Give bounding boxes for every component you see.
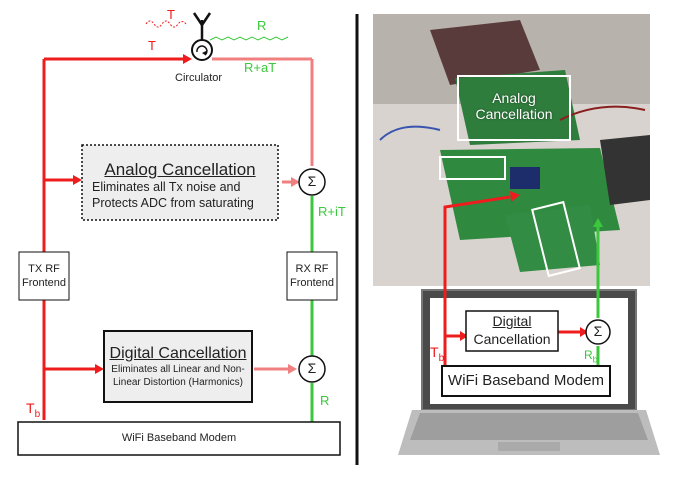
analog-to-sum-arrow	[291, 177, 300, 187]
photo-analog-line-1: Analog	[492, 90, 536, 106]
label-r-plus-it: R+iT	[318, 204, 346, 219]
rx-rf-frontend-block	[286, 251, 338, 301]
antenna-icon	[192, 12, 212, 40]
analog-title: Analog Cancellation	[104, 160, 256, 179]
digital-sum-node	[298, 355, 326, 383]
digital-block-text: Digital Cancellation Eliminates all Line…	[104, 344, 252, 389]
label-t-left: T	[148, 38, 156, 53]
tx-arrow-analog	[73, 175, 82, 185]
label-t-b: Tb	[26, 400, 41, 420]
analog-block-text: Analog Cancellation Eliminates all Tx no…	[82, 159, 278, 212]
photo-modem-label: WiFi Baseband Modem	[448, 372, 604, 389]
rx-rf-line-2: Frontend	[289, 276, 335, 289]
rx-wave	[209, 36, 289, 41]
label-circulator: Circulator	[175, 72, 223, 84]
photo-digital-line-1: Digital	[492, 313, 532, 329]
label-r-bottom: R	[320, 393, 330, 408]
rx-rf-line-1: RX RF	[295, 263, 329, 275]
analog-cancellation-block	[81, 144, 279, 221]
digital-sum-symbol: Σ	[307, 360, 317, 376]
photo-rx-box	[531, 200, 581, 278]
photo-tx-path	[443, 195, 584, 366]
tx-rf-text: TX RF Frontend	[19, 263, 69, 291]
label-r-plus-at: R+aT	[244, 60, 277, 75]
photo-analog-box	[457, 75, 571, 141]
photo-digital-block	[465, 310, 559, 352]
photo-analog-line-2: Cancellation	[475, 106, 553, 123]
lab-photo	[373, 14, 650, 286]
photo-digital-line-2: Cancellation	[473, 330, 551, 347]
photo-digital-label: Digital Cancellation	[466, 313, 558, 348]
modem-label: WiFi Baseband Modem	[121, 432, 237, 444]
tx-arrow-circulator	[183, 54, 192, 64]
analog-sum-symbol: Σ	[307, 173, 317, 189]
rx-rf-text: RX RF Frontend	[287, 263, 337, 291]
photo-tx-arrow	[510, 191, 520, 202]
tx-rf-line-2: Frontend	[21, 276, 67, 289]
digital-desc-2: Linear Distortion (Harmonics)	[112, 376, 244, 388]
modem-block	[17, 421, 341, 456]
tx-noise-wave	[145, 20, 187, 28]
tx-path	[42, 57, 186, 420]
analog-sum-node	[298, 168, 326, 196]
photo-rx-arrow-up	[593, 218, 603, 227]
label-r-top: R	[257, 18, 267, 33]
photo-analog-label: Analog Cancellation	[458, 90, 570, 122]
digital-desc-1: Eliminates all Linear and Non-	[111, 364, 245, 375]
tx-rf-frontend-block	[18, 251, 70, 301]
circulator-icon	[191, 39, 213, 61]
label-t-top: T	[167, 7, 175, 22]
photo-label-r-b: Rb	[584, 348, 598, 365]
photo-sum-node	[585, 319, 611, 345]
digital-title: Digital Cancellation	[109, 345, 247, 362]
digital-to-sum-arrow	[288, 364, 297, 374]
rx-noisy-path	[212, 57, 314, 371]
photo-sum-symbol: Σ	[593, 323, 603, 339]
tx-arrow-digital	[95, 364, 104, 374]
tx-rf-line-1: TX RF	[28, 263, 60, 275]
digital-cancellation-block	[103, 330, 253, 403]
analog-desc-1: Eliminates all Tx noise and	[92, 180, 241, 195]
photo-modem-block	[441, 365, 611, 397]
photo-digital-arrow	[460, 331, 468, 341]
photo-sum-arrow	[580, 327, 588, 337]
analog-desc-2: Protects ADC from saturating	[92, 195, 254, 210]
photo-label-t-b: Tb	[430, 344, 445, 364]
photo-chip-box	[439, 156, 506, 180]
